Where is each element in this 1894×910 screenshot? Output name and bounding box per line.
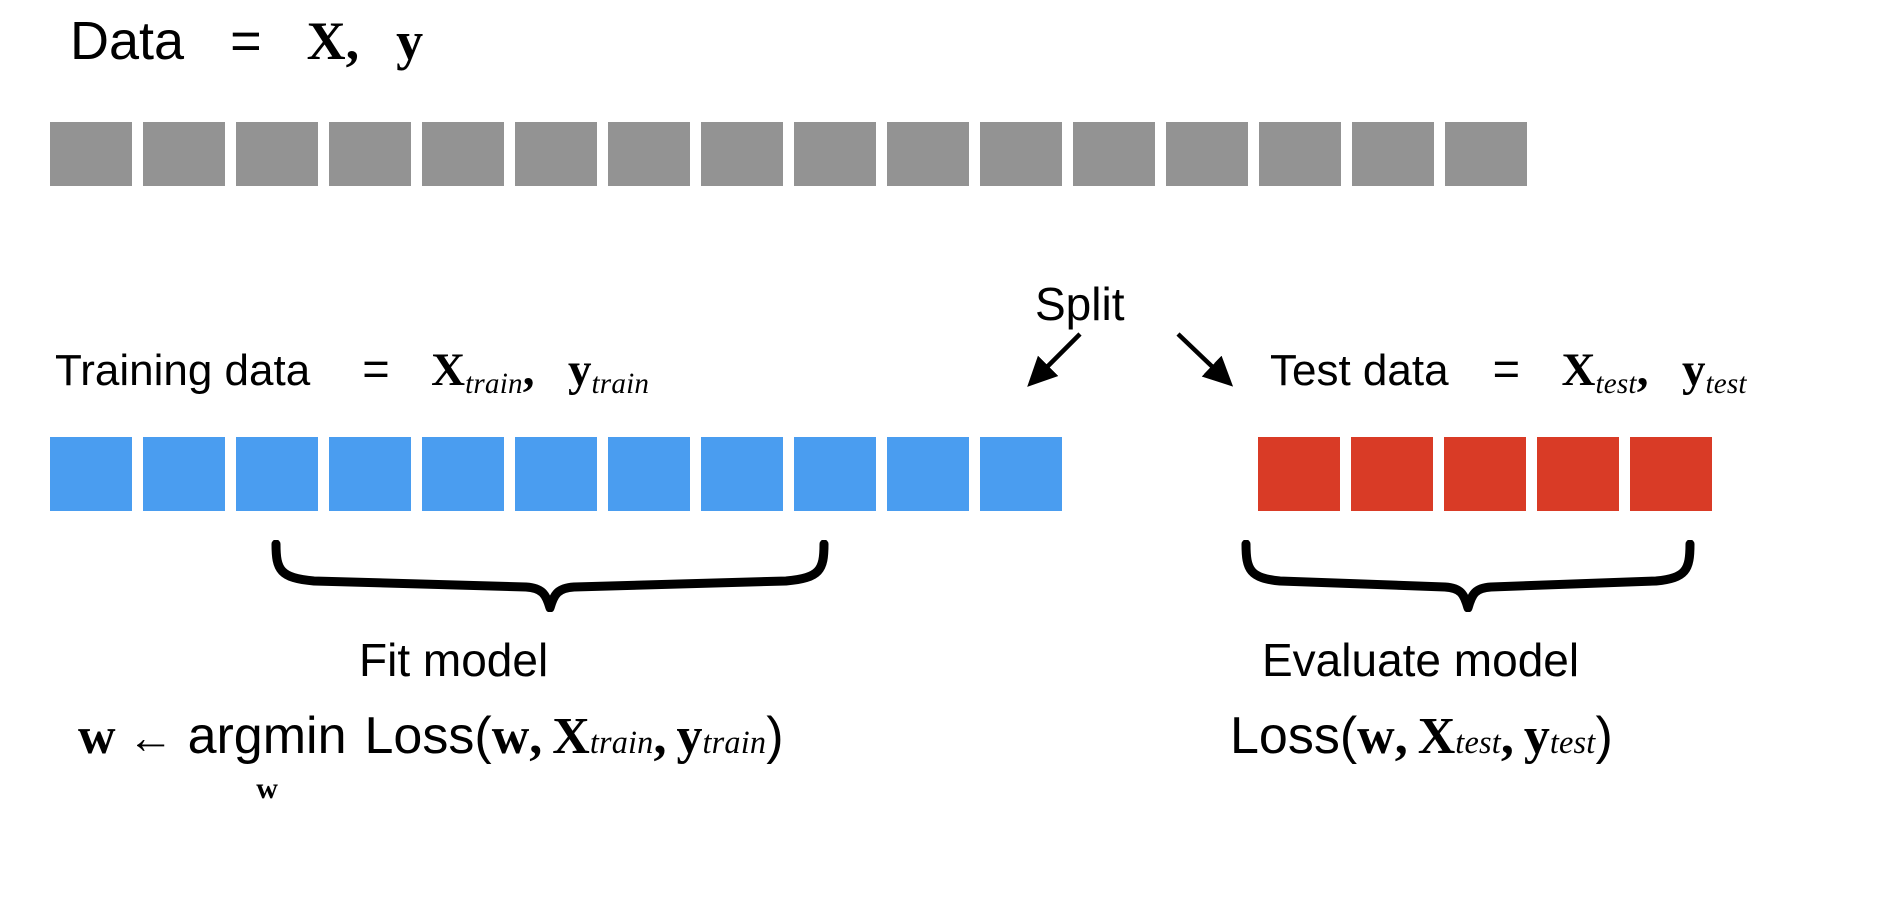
data-block <box>1445 122 1527 186</box>
weight-vector: w <box>78 708 116 765</box>
train-block <box>329 437 411 511</box>
test-brace <box>1241 540 1695 612</box>
data-equation: = X, y <box>230 14 423 68</box>
close-paren: ) <box>766 707 784 765</box>
arg-y: y <box>676 708 703 765</box>
test-block <box>1630 437 1712 511</box>
fit-model-caption: Fit model <box>359 634 549 686</box>
arrow-down-left-icon <box>1027 332 1082 387</box>
training-brace <box>271 540 829 612</box>
argmin-operator: argmin w <box>188 710 347 804</box>
train-block <box>701 437 783 511</box>
data-block <box>608 122 690 186</box>
comma: , <box>345 11 360 71</box>
equals-sign: = <box>230 11 262 71</box>
data-label: Data <box>70 11 185 71</box>
assignment-arrow-icon: ← <box>127 712 174 763</box>
train-block <box>50 437 132 511</box>
train-block <box>887 437 969 511</box>
train-block <box>794 437 876 511</box>
test-block <box>1537 437 1619 511</box>
argmin-subscript: w <box>256 772 278 805</box>
train-block <box>143 437 225 511</box>
symbol-x: X <box>1561 344 1596 396</box>
data-block <box>980 122 1062 186</box>
loss-function-name: Loss <box>364 707 475 765</box>
open-paren: ( <box>1339 707 1358 765</box>
arg-x-subscript: test <box>1455 724 1501 760</box>
symbol-y: y <box>396 11 424 71</box>
arg-y-subscript: train <box>702 724 767 760</box>
train-block <box>980 437 1062 511</box>
data-block <box>422 122 504 186</box>
symbol-x: X <box>431 344 466 396</box>
split-arrows <box>1027 332 1234 387</box>
arg-x: X <box>1417 708 1456 765</box>
arg-y: y <box>1523 708 1550 765</box>
data-title-row: Data = X, y <box>70 14 423 68</box>
train-block <box>608 437 690 511</box>
comma-2: , <box>1500 708 1514 765</box>
training-data-label: Training data <box>55 346 311 395</box>
train-block <box>236 437 318 511</box>
equals-sign: = <box>1492 342 1521 395</box>
full-dataset-strip <box>50 122 1528 186</box>
training-data-equation: = Xtrain, ytrain <box>362 345 649 399</box>
comma: , <box>522 344 535 396</box>
comma-1: , <box>529 708 543 765</box>
argmin-label: argmin <box>187 707 347 765</box>
data-block <box>1352 122 1434 186</box>
subscript-test-y: test <box>1705 368 1747 401</box>
arg-w: w <box>491 708 530 765</box>
arg-y-subscript: test <box>1549 724 1596 760</box>
data-block <box>50 122 132 186</box>
data-block <box>887 122 969 186</box>
data-block <box>701 122 783 186</box>
data-block <box>794 122 876 186</box>
test-data-strip <box>1258 437 1712 511</box>
train-block <box>515 437 597 511</box>
subscript-test-x: test <box>1595 368 1637 401</box>
arrow-down-right-icon <box>1176 332 1234 387</box>
test-block <box>1444 437 1526 511</box>
subscript-train-x: train <box>465 368 523 401</box>
comma-2: , <box>653 708 667 765</box>
comma-1: , <box>1394 708 1408 765</box>
symbol-y: y <box>568 344 592 396</box>
arg-x-subscript: train <box>589 724 654 760</box>
symbol-x: X <box>306 11 346 71</box>
data-block <box>1259 122 1341 186</box>
test-block <box>1351 437 1433 511</box>
data-block <box>1166 122 1248 186</box>
comma: , <box>1636 344 1649 396</box>
arg-x: X <box>552 708 590 765</box>
data-block <box>515 122 597 186</box>
data-block <box>1073 122 1155 186</box>
test-data-label-row: Test data = Xtest, ytest <box>1270 345 1747 399</box>
open-paren: ( <box>474 707 492 765</box>
test-data-equation: = Xtest, ytest <box>1493 345 1747 399</box>
evaluate-model-caption: Evaluate model <box>1262 634 1580 686</box>
train-block <box>422 437 504 511</box>
close-paren: ) <box>1595 707 1613 765</box>
data-block <box>329 122 411 186</box>
test-data-label: Test data <box>1270 346 1449 395</box>
training-data-strip <box>50 437 1066 511</box>
training-data-label-row: Training data = Xtrain, ytrain <box>55 345 649 399</box>
subscript-train-y: train <box>591 368 650 401</box>
split-label: Split <box>1035 278 1125 330</box>
test-block <box>1258 437 1340 511</box>
data-block <box>143 122 225 186</box>
equals-sign: = <box>362 342 390 395</box>
loss-function-name: Loss <box>1230 707 1340 765</box>
arg-w: w <box>1357 708 1395 765</box>
symbol-y: y <box>1681 344 1706 396</box>
data-block <box>236 122 318 186</box>
